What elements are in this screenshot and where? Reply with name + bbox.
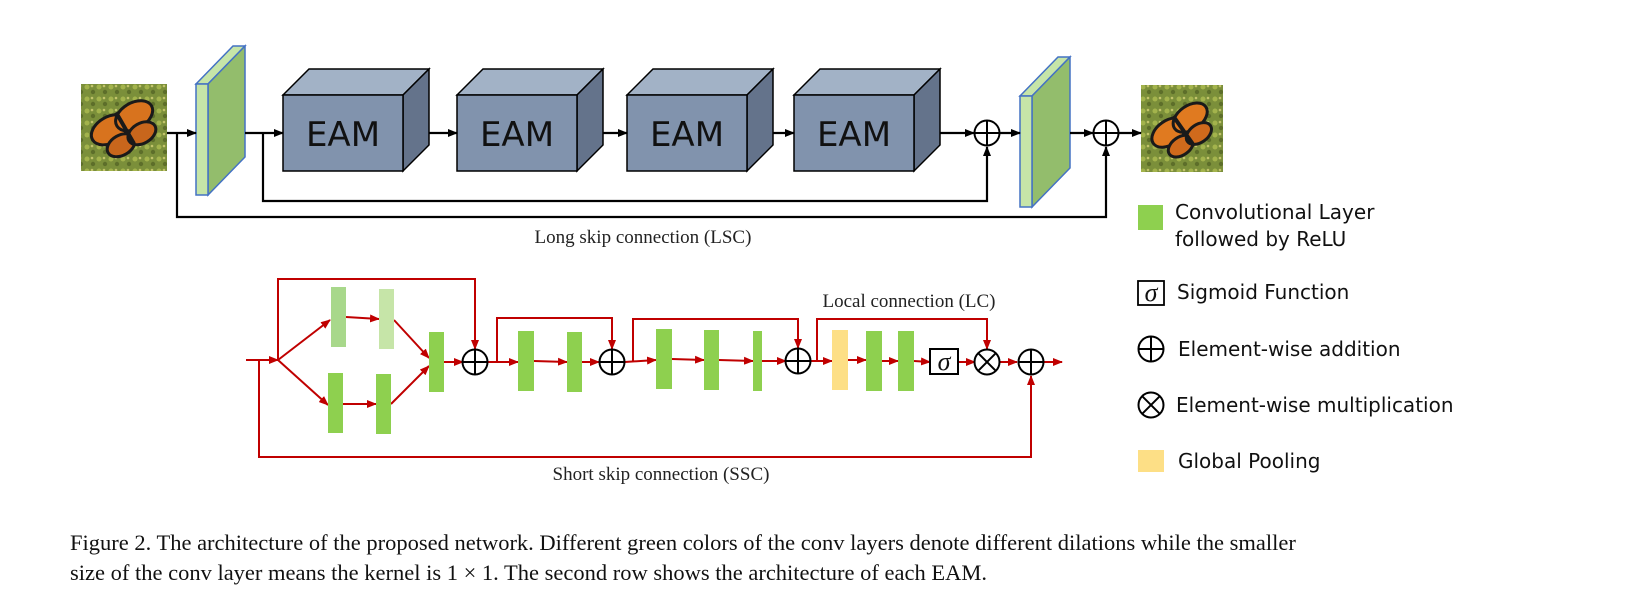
- svg-text:σ: σ: [1145, 278, 1159, 307]
- sigmoid-box: σ: [929, 347, 959, 376]
- top-row-arrows: [167, 129, 1142, 219]
- lsc-label: Long skip connection (LSC): [535, 227, 752, 248]
- legend-addition-icon: [1137, 335, 1165, 363]
- global-pooling: [832, 330, 848, 390]
- legend-sigmoid-icon: σ: [1137, 278, 1165, 307]
- caption-line-2: size of the conv layer means the kernel …: [70, 560, 987, 585]
- legend: Convolutional Layer followed by ReLU σ S…: [1137, 200, 1454, 473]
- eam-label-3: EAM: [650, 115, 724, 155]
- conv-dilated-3: [328, 373, 343, 433]
- conv-dilated-2: [379, 289, 394, 349]
- conv-res1-b: [567, 332, 582, 392]
- legend-sigmoid-text: Sigmoid Function: [1177, 280, 1349, 304]
- conv-layer-head: [194, 44, 247, 197]
- legend-pooling-text: Global Pooling: [1178, 449, 1320, 473]
- legend-conv-swatch: [1138, 205, 1163, 230]
- eam-detail-arrows: [246, 278, 1063, 458]
- conv-layer-tail: [1018, 55, 1072, 209]
- eam-add-1: [461, 348, 489, 376]
- eam-label-1: EAM: [306, 115, 380, 155]
- eam-label-2: EAM: [480, 115, 554, 155]
- ssc-label: Short skip connection (SSC): [553, 464, 770, 485]
- legend-multiplication-icon: [1137, 391, 1165, 419]
- sigmoid-symbol: σ: [938, 347, 952, 376]
- conv-att-b: [898, 331, 914, 391]
- legend-addition-text: Element-wise addition: [1178, 337, 1401, 361]
- eam-add-3: [784, 347, 812, 375]
- figure-caption: Figure 2. The architecture of the propos…: [70, 528, 1630, 588]
- conv-res2-1x1: [753, 331, 762, 391]
- legend-pooling-swatch: [1138, 450, 1164, 472]
- eam-add-4: [1017, 348, 1045, 376]
- conv-res2-b: [704, 330, 719, 390]
- eam-block-1: EAM: [281, 67, 431, 173]
- input-butterfly-image: [81, 84, 167, 171]
- top-add-2: [1092, 119, 1120, 147]
- eam-add-2: [598, 348, 626, 376]
- legend-conv-line2: followed by ReLU: [1175, 227, 1346, 251]
- conv-res1-a: [518, 331, 534, 391]
- eam-block-3: EAM: [625, 67, 775, 173]
- lc-label: Local connection (LC): [822, 291, 995, 312]
- conv-res2-a: [656, 329, 672, 389]
- eam-block-2: EAM: [455, 67, 605, 173]
- top-add-1: [973, 119, 1001, 147]
- eam-multiply: [973, 348, 1001, 376]
- caption-line-1: Figure 2. The architecture of the propos…: [70, 530, 1296, 555]
- legend-conv-line1: Convolutional Layer: [1175, 200, 1375, 224]
- eam-block-4: EAM: [792, 67, 942, 173]
- conv-dilated-1: [331, 287, 346, 347]
- output-butterfly-image: [1141, 85, 1223, 172]
- conv-merge: [429, 332, 444, 392]
- eam-detail-layers: [328, 287, 914, 434]
- legend-multiplication-text: Element-wise multiplication: [1176, 393, 1454, 417]
- conv-dilated-4: [376, 374, 391, 434]
- conv-att-a: [866, 331, 882, 391]
- eam-label-4: EAM: [817, 115, 891, 155]
